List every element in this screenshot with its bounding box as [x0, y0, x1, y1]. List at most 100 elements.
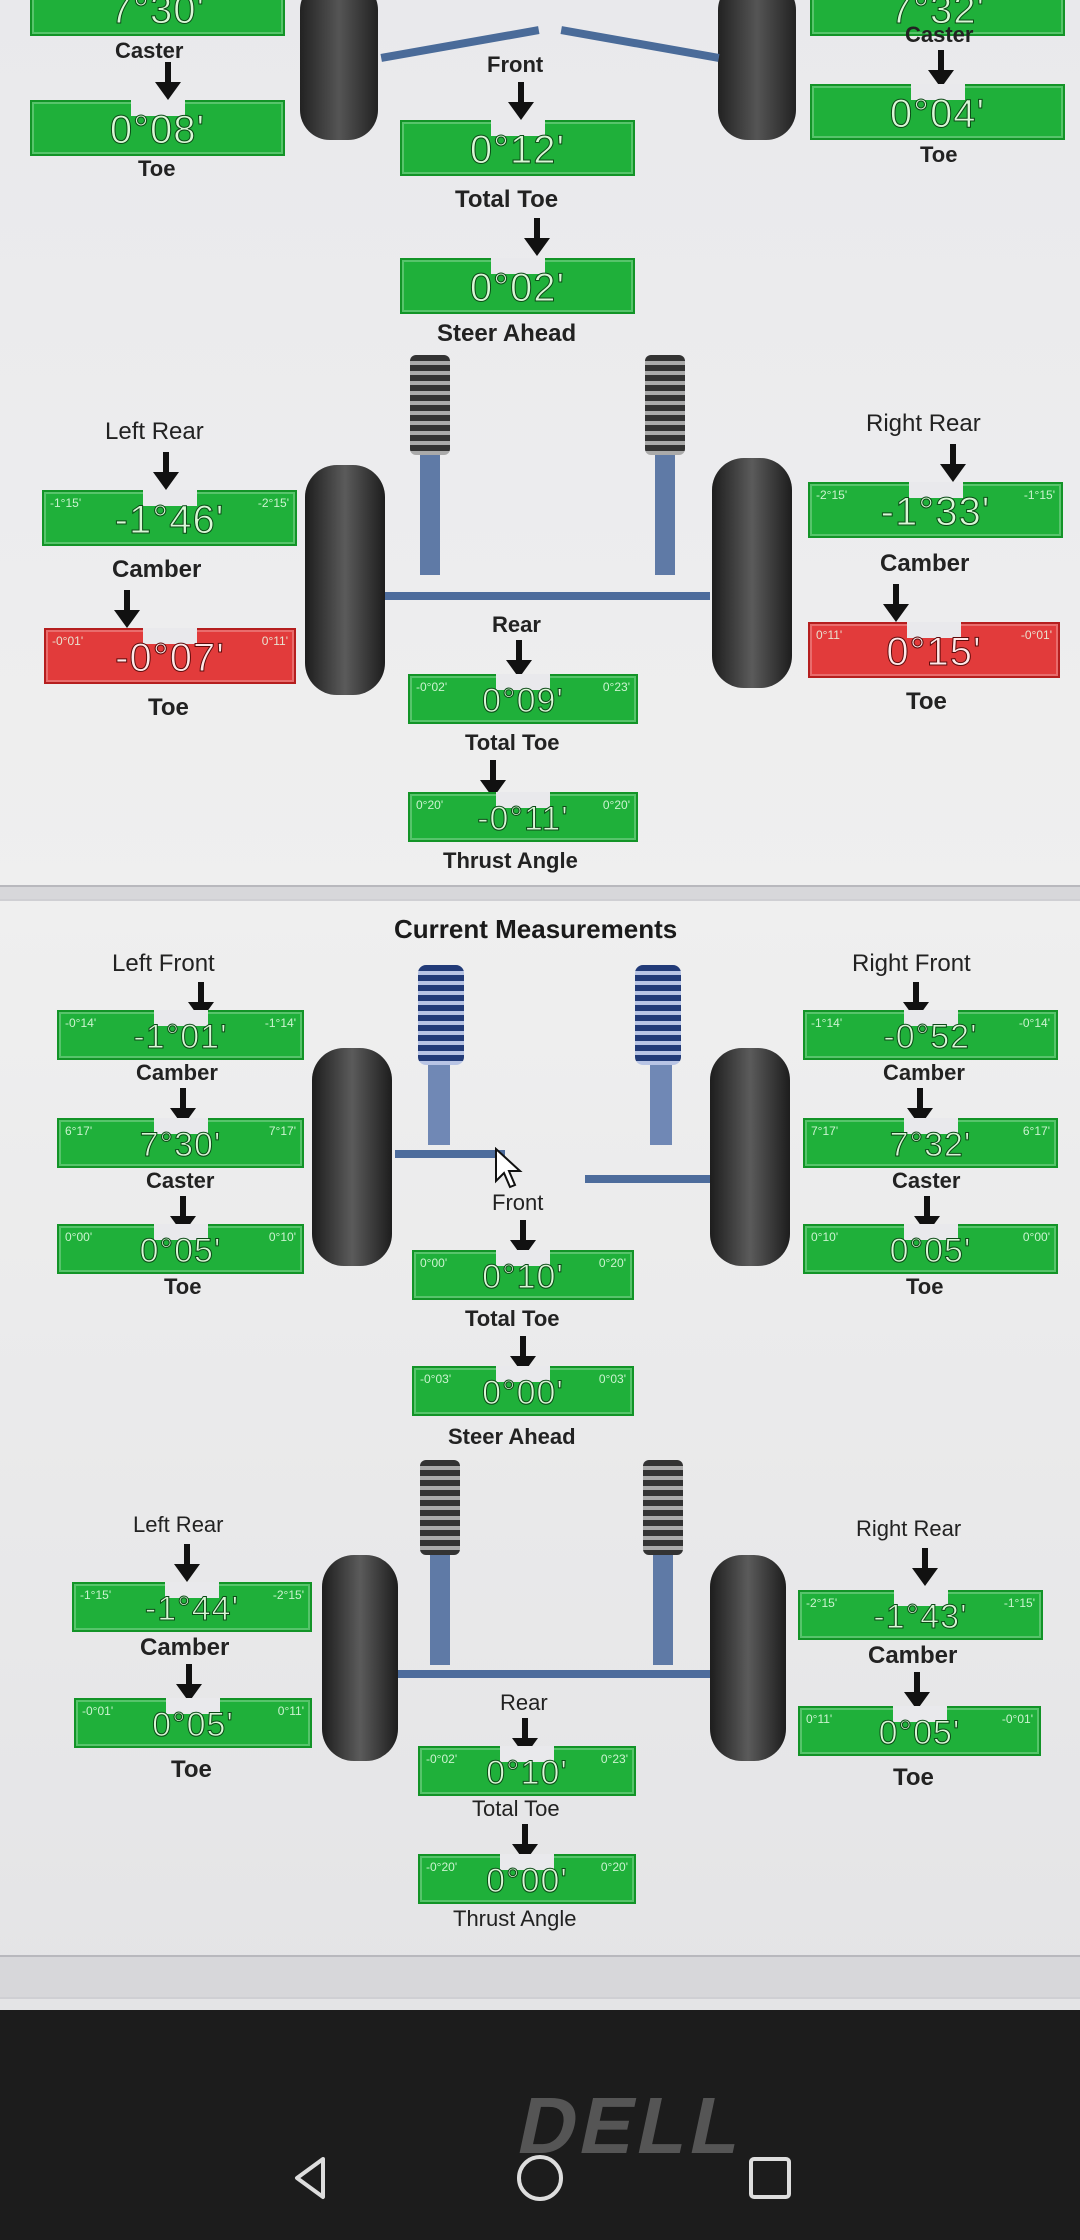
arrow-icon: [508, 82, 534, 120]
arrow-icon: [904, 1672, 930, 1710]
gauge-max: -2°15': [272, 1588, 304, 1602]
gauge-value: -0°07': [115, 636, 225, 681]
gauge-value: -1°44': [144, 1590, 240, 1629]
upper-total-toe-label: Total Toe: [455, 186, 559, 213]
lower-left-front-title: Left Front: [112, 950, 215, 977]
gauge-notch: [910, 84, 965, 100]
arrow-icon: [914, 1196, 940, 1234]
arrow-icon: [928, 50, 954, 88]
recents-button[interactable]: [730, 2138, 810, 2218]
upper-left-rear-camber-label: Camber: [112, 556, 202, 583]
gauge-value: 0°00': [482, 1374, 564, 1413]
arrow-icon: [912, 1548, 938, 1586]
lower-thrust-angle-gauge: -0°20' 0°20' 0°00': [418, 1854, 636, 1904]
gauge-value: 0°09': [482, 682, 564, 721]
lower-left-rear-title: Left Rear: [133, 1512, 224, 1537]
rear-wheel-icon: [712, 458, 792, 688]
lower-thrust-angle-label: Thrust Angle: [453, 1906, 577, 1931]
upper-right-rear-toe-gauge: 0°11' -0°01' 0°15': [808, 622, 1060, 678]
gauge-value: 7°32': [889, 0, 986, 33]
gauge-min: -0°01': [82, 1704, 114, 1718]
gauge-notch: [907, 622, 961, 638]
gauge-max: -1°15': [1003, 1596, 1035, 1610]
back-button[interactable]: [270, 2138, 350, 2218]
gauge-max: 0°00': [1022, 1230, 1050, 1244]
lower-right-front-title: Right Front: [852, 950, 971, 977]
gauge-notch: [142, 490, 197, 506]
gauge-min: -0°14': [65, 1016, 97, 1030]
gauge-notch: [500, 1746, 554, 1762]
gauge-notch: [130, 100, 185, 116]
gauge-notch: [153, 1224, 208, 1240]
gauge-value: 0°08': [109, 108, 206, 153]
upper-thrust-angle-label: Thrust Angle: [443, 848, 578, 873]
lower-left-front-camber-label: Camber: [136, 1060, 218, 1085]
upper-steer-ahead-gauge: 0°02': [400, 258, 635, 314]
lower-right-front-caster-gauge: 7°17' 6°17' 7°32': [803, 1118, 1058, 1168]
lower-right-front-toe-label: Toe: [906, 1274, 944, 1299]
lower-front-label: Front: [492, 1190, 544, 1215]
gauge-min: -0°02': [426, 1752, 458, 1766]
mouse-cursor-icon: [495, 1147, 523, 1189]
gauge-notch: [153, 1118, 208, 1134]
lower-left-rear-toe-label: Toe: [171, 1756, 212, 1783]
gauge-value: 0°00': [486, 1862, 568, 1901]
home-icon: [517, 2155, 563, 2201]
arrow-icon: [176, 1664, 202, 1702]
gauge-max: -1°14': [264, 1016, 296, 1030]
gauge-min: -0°03': [420, 1372, 452, 1386]
upper-left-rear-camber-gauge: -1°15' -2°15' -1°46': [42, 490, 297, 546]
gauge-min: 0°00': [65, 1230, 93, 1244]
gauge-notch: [496, 792, 550, 808]
alignment-screen: 7°30' Caster 0°08' Toe 7°32' Caster 0°04…: [0, 0, 1080, 2010]
lower-right-rear-camber-gauge: -2°15' -1°15' -1°43': [798, 1590, 1043, 1640]
front-wheel-icon: [312, 1048, 392, 1266]
front-wheel-icon: [710, 1048, 790, 1266]
home-button[interactable]: [500, 2138, 580, 2218]
strut-icon: [430, 1555, 450, 1665]
lower-right-front-caster-label: Caster: [892, 1168, 961, 1193]
upper-left-rear-toe-label: Toe: [148, 694, 189, 721]
rear-wheel-icon: [710, 1555, 786, 1761]
upper-rear-total-toe-label: Total Toe: [465, 730, 560, 755]
arrow-icon: [903, 982, 929, 1020]
recents-icon: [749, 2157, 791, 2199]
gauge-min: 0°10': [811, 1230, 839, 1244]
control-arm-icon: [395, 1150, 505, 1158]
arrow-icon: [114, 590, 140, 628]
gauge-max: -0°01': [1020, 628, 1052, 642]
gauge-value: 0°05': [878, 1714, 961, 1753]
gauge-value: 0°04': [889, 92, 986, 137]
arrow-icon: [174, 1544, 200, 1582]
bottom-divider: [0, 1955, 1080, 1999]
navigation-bar: [0, 2120, 1080, 2240]
rear-wheel-icon: [305, 465, 385, 695]
gauge-max: 0°20': [600, 1860, 628, 1874]
arrow-icon: [512, 1824, 538, 1862]
gauge-value: -1°33': [880, 490, 991, 535]
gauge-notch: [496, 1366, 550, 1382]
lower-left-rear-camber-gauge: -1°15' -2°15' -1°44': [72, 1582, 312, 1632]
gauge-value: 0°05': [152, 1706, 234, 1745]
gauge-max: -0°14': [1018, 1016, 1050, 1030]
arrow-icon: [506, 640, 532, 678]
strut-icon: [650, 1065, 672, 1145]
upper-right-rear-title: Right Rear: [866, 410, 981, 437]
gauge-notch: [500, 1854, 554, 1870]
lower-right-front-camber-label: Camber: [883, 1060, 965, 1085]
gauge-notch: [165, 1582, 219, 1598]
gauge-max: 0°23': [602, 680, 630, 694]
arrow-icon: [480, 760, 506, 798]
gauge-value: 7°30': [109, 0, 206, 33]
gauge-min: -0°20': [426, 1860, 458, 1874]
section-divider: [0, 885, 1080, 901]
arrow-icon: [907, 1088, 933, 1126]
gauge-min: 0°11': [816, 628, 843, 642]
gauge-max: -1°15': [1023, 488, 1055, 502]
strut-icon: [653, 1555, 673, 1665]
gauge-value: 0°12': [469, 128, 566, 173]
lower-total-toe-label: Total Toe: [465, 1306, 560, 1331]
gauge-notch: [903, 1224, 958, 1240]
gauge-value: 0°02': [469, 266, 566, 311]
lower-steer-ahead-label: Steer Ahead: [448, 1424, 576, 1449]
